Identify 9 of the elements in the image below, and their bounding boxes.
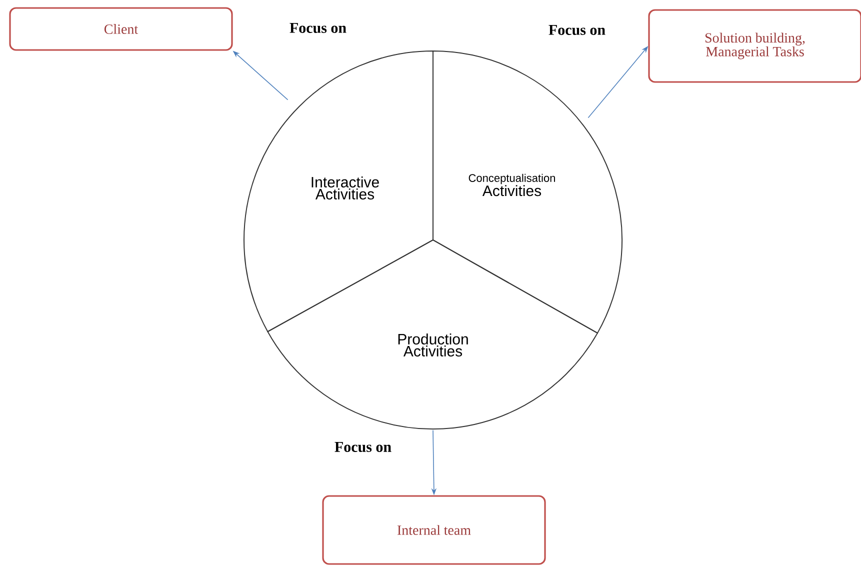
pie-sector: Conceptualisation Activities bbox=[432, 50, 623, 334]
pie-sector: Production Activities bbox=[267, 240, 598, 430]
pie-sector: Interactive Activities bbox=[244, 50, 434, 332]
edge-label: Focus on bbox=[288, 22, 348, 34]
edge-label: Focus on bbox=[333, 441, 393, 453]
label-box: Internal team bbox=[322, 495, 546, 565]
edge-label: Focus on bbox=[547, 24, 607, 36]
label-box: Solution building, Managerial Tasks bbox=[648, 9, 861, 83]
label-box: Client bbox=[9, 7, 233, 51]
